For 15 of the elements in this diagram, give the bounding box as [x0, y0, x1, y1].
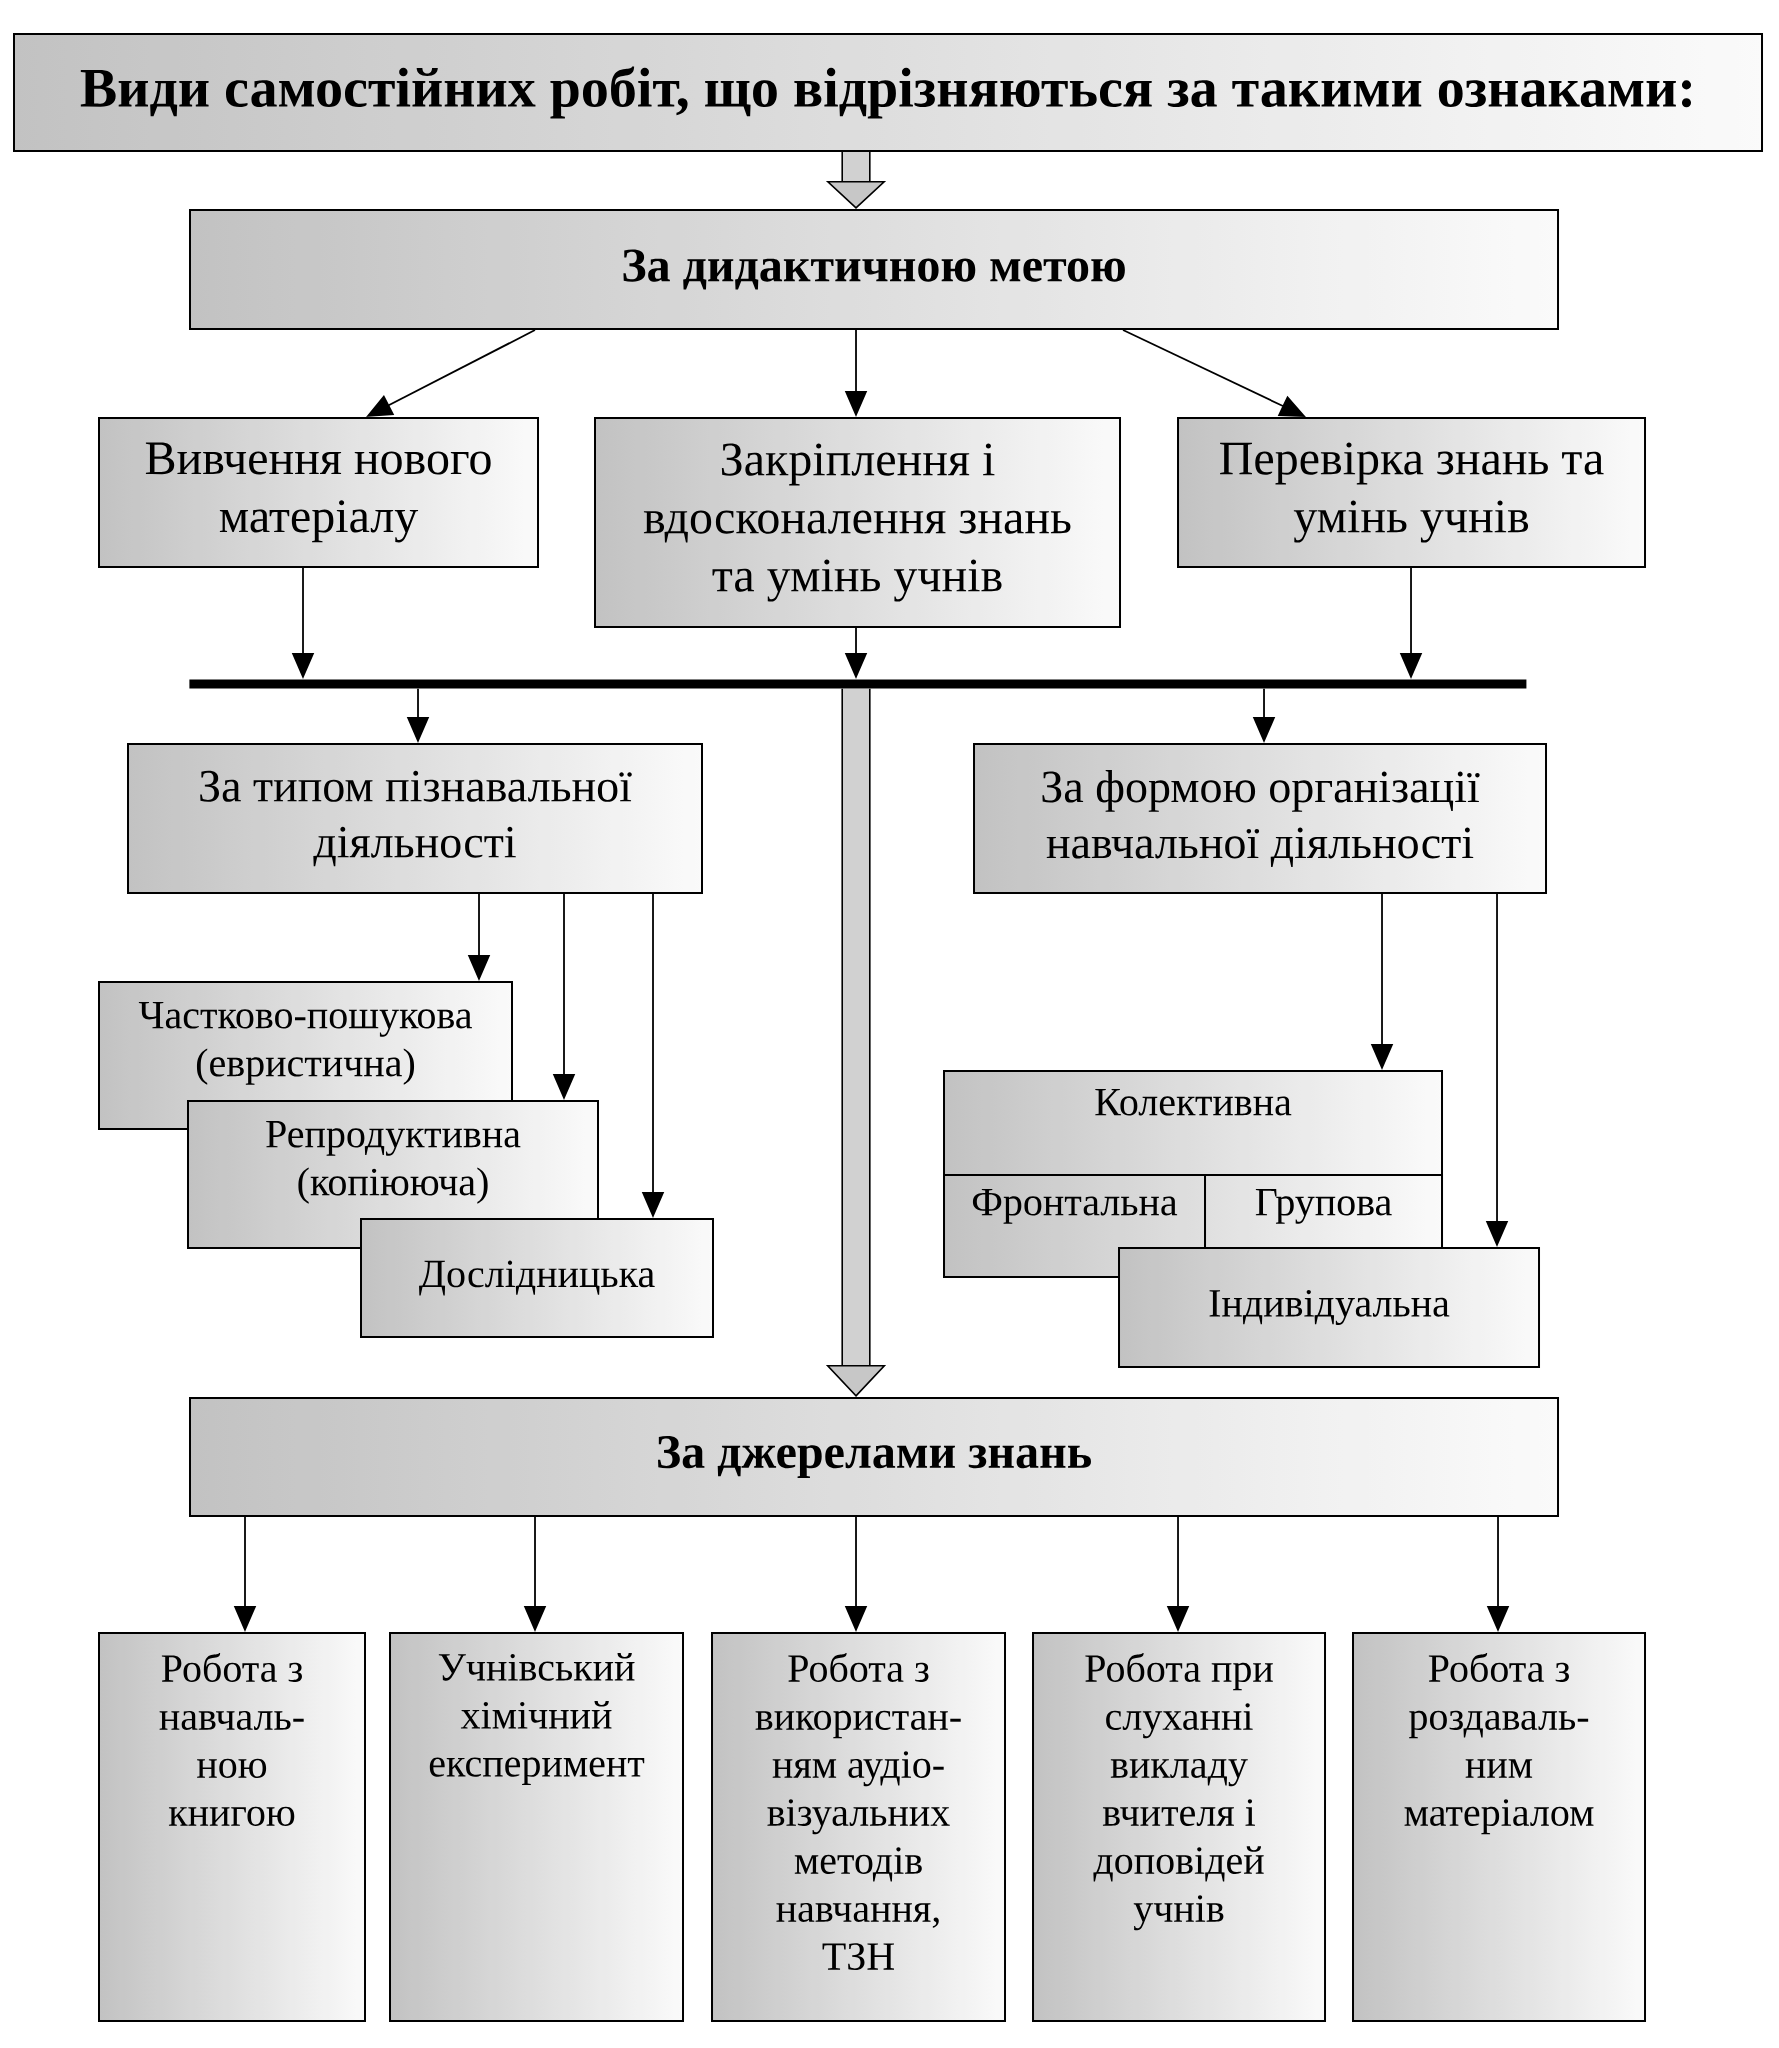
category-box: За типом пізнавальної діяльності — [127, 743, 703, 894]
type-box: Робота при слуханні викладу вчителя і доповідей учнів — [1032, 1632, 1326, 2022]
category-box: За дидактичною метою — [189, 209, 1559, 330]
type-box: Вивчення нового матеріалу — [98, 417, 539, 568]
category-box: За формою організації навчальної діяльності — [973, 743, 1547, 894]
type-box: Перевірка знань та умінь учнів — [1177, 417, 1646, 568]
type-box: Закріплення і вдосконалення знань та умінь учнів — [594, 417, 1121, 628]
category-box: За джерелами знань — [189, 1397, 1559, 1517]
type-box: Учнівський хімічний експеримент — [389, 1632, 684, 2022]
type-box: Робота з роздаваль- ним матеріалом — [1352, 1632, 1646, 2022]
title-banner: Види самостійних робіт, що відрізняються за такими ознаками: — [13, 33, 1763, 152]
type-box: Індивідуальна — [1118, 1247, 1540, 1368]
type-box: Робота з використан- ням аудіо- візуальних методів навчання, ТЗН — [711, 1632, 1006, 2022]
type-box: Робота з навчаль- ною книгою — [98, 1632, 366, 2022]
type-box: Дослідницька — [360, 1218, 714, 1338]
